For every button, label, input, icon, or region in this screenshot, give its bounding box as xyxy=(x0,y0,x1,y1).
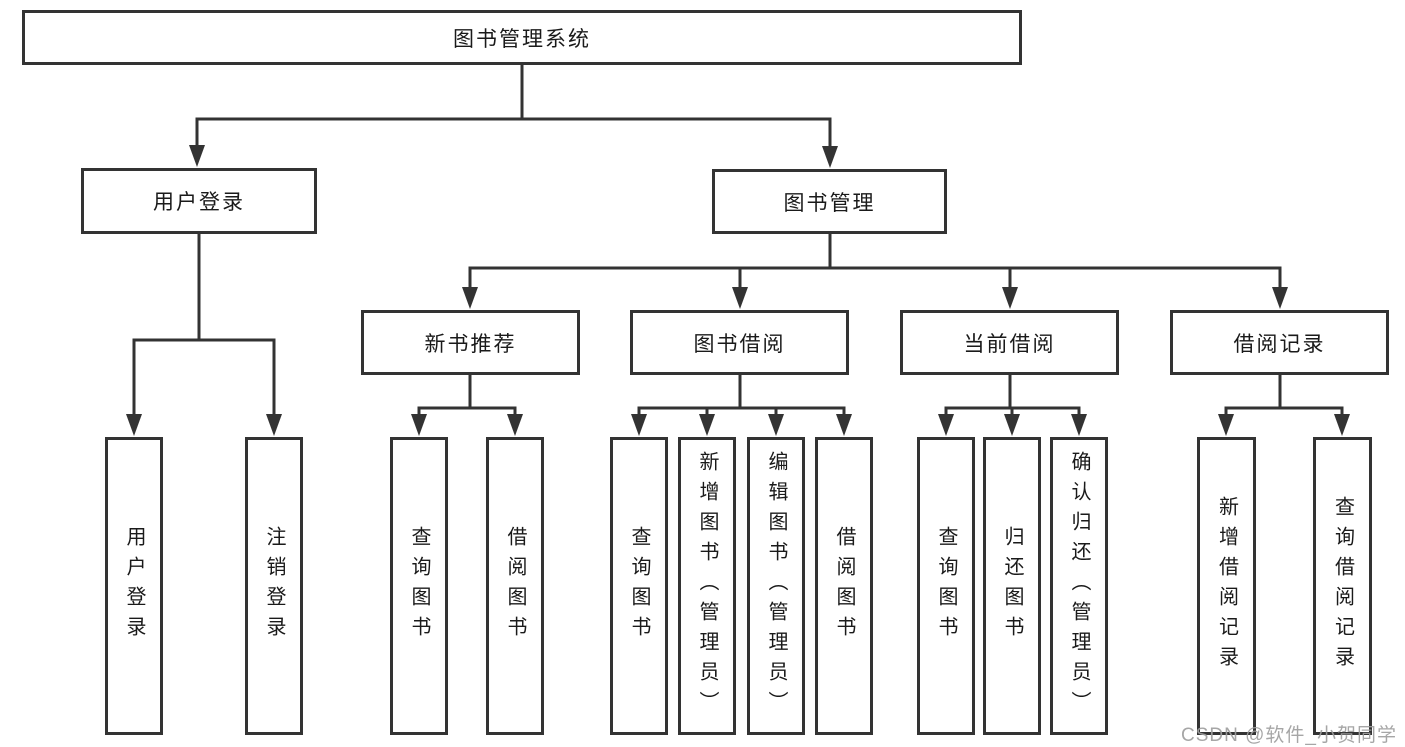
leaf-borrow-books-2: 借阅图书 xyxy=(815,437,873,735)
arrow-down-icon xyxy=(411,414,427,436)
node-book-management: 图书管理 xyxy=(712,169,947,234)
arrow-down-icon xyxy=(768,414,784,436)
node-label: 新增图书（管理员） xyxy=(696,451,718,721)
node-label: 归还图书 xyxy=(1001,526,1023,646)
node-label: 注销登录 xyxy=(263,526,285,646)
arrow-down-icon xyxy=(1272,287,1288,309)
node-label: 图书借阅 xyxy=(693,332,786,356)
arrow-down-icon xyxy=(836,414,852,436)
arrow-down-icon xyxy=(1071,414,1087,436)
node-label: 借阅记录 xyxy=(1233,332,1326,356)
node-label: 新书推荐 xyxy=(424,332,517,356)
node-label: 图书管理系统 xyxy=(453,27,591,51)
arrow-down-icon xyxy=(631,414,647,436)
node-label: 用户登录 xyxy=(153,191,245,214)
node-label: 编辑图书（管理员） xyxy=(765,451,787,721)
leaf-return-books: 归还图书 xyxy=(983,437,1041,735)
arrow-down-icon xyxy=(1218,414,1234,436)
node-borrow-records: 借阅记录 xyxy=(1170,310,1389,375)
node-label: 新增借阅记录 xyxy=(1215,496,1238,676)
leaf-logout: 注销登录 xyxy=(245,437,303,735)
arrow-down-icon xyxy=(1002,287,1018,309)
node-label: 借阅图书 xyxy=(504,526,526,646)
node-label: 当前借阅 xyxy=(963,332,1056,356)
arrow-down-icon xyxy=(266,414,282,436)
arrow-down-icon xyxy=(507,414,523,436)
arrow-down-icon xyxy=(938,414,954,436)
arrow-down-icon xyxy=(699,414,715,436)
node-label: 查询借阅记录 xyxy=(1331,496,1354,676)
leaf-borrow-books-1: 借阅图书 xyxy=(486,437,544,735)
leaf-query-books-3: 查询图书 xyxy=(917,437,975,735)
node-label: 查询图书 xyxy=(408,526,430,646)
arrow-down-icon xyxy=(1004,414,1020,436)
arrow-down-icon xyxy=(1334,414,1350,436)
csdn-watermark: CSDN @软件_小贺同学 xyxy=(1181,725,1397,746)
arrow-down-icon xyxy=(462,287,478,309)
arrow-down-icon xyxy=(189,145,205,167)
leaf-query-books-2: 查询图书 xyxy=(610,437,668,735)
arrowheads xyxy=(126,145,1350,436)
node-new-book-recommend: 新书推荐 xyxy=(361,310,580,375)
node-label: 确认归还（管理员） xyxy=(1068,451,1090,721)
leaf-query-borrow-record: 查询借阅记录 xyxy=(1313,437,1372,735)
node-label: 查询图书 xyxy=(628,526,650,646)
node-user-login: 用户登录 xyxy=(81,168,317,234)
leaf-user-login: 用户登录 xyxy=(105,437,163,735)
leaf-add-borrow-record: 新增借阅记录 xyxy=(1197,437,1256,735)
connector-lines xyxy=(132,63,1344,418)
node-book-borrow: 图书借阅 xyxy=(630,310,849,375)
node-label: 借阅图书 xyxy=(833,526,855,646)
node-label: 查询图书 xyxy=(935,526,957,646)
leaf-add-books-admin: 新增图书（管理员） xyxy=(678,437,736,735)
arrow-down-icon xyxy=(126,414,142,436)
leaf-query-books-1: 查询图书 xyxy=(390,437,448,735)
leaf-confirm-return-admin: 确认归还（管理员） xyxy=(1050,437,1108,735)
leaf-edit-books-admin: 编辑图书（管理员） xyxy=(747,437,805,735)
node-label: 图书管理 xyxy=(783,191,876,215)
arrow-down-icon xyxy=(732,287,748,309)
node-label: 用户登录 xyxy=(123,526,145,646)
node-library-management-system: 图书管理系统 xyxy=(22,10,1022,65)
node-current-borrow: 当前借阅 xyxy=(900,310,1119,375)
arrow-down-icon xyxy=(822,146,838,168)
